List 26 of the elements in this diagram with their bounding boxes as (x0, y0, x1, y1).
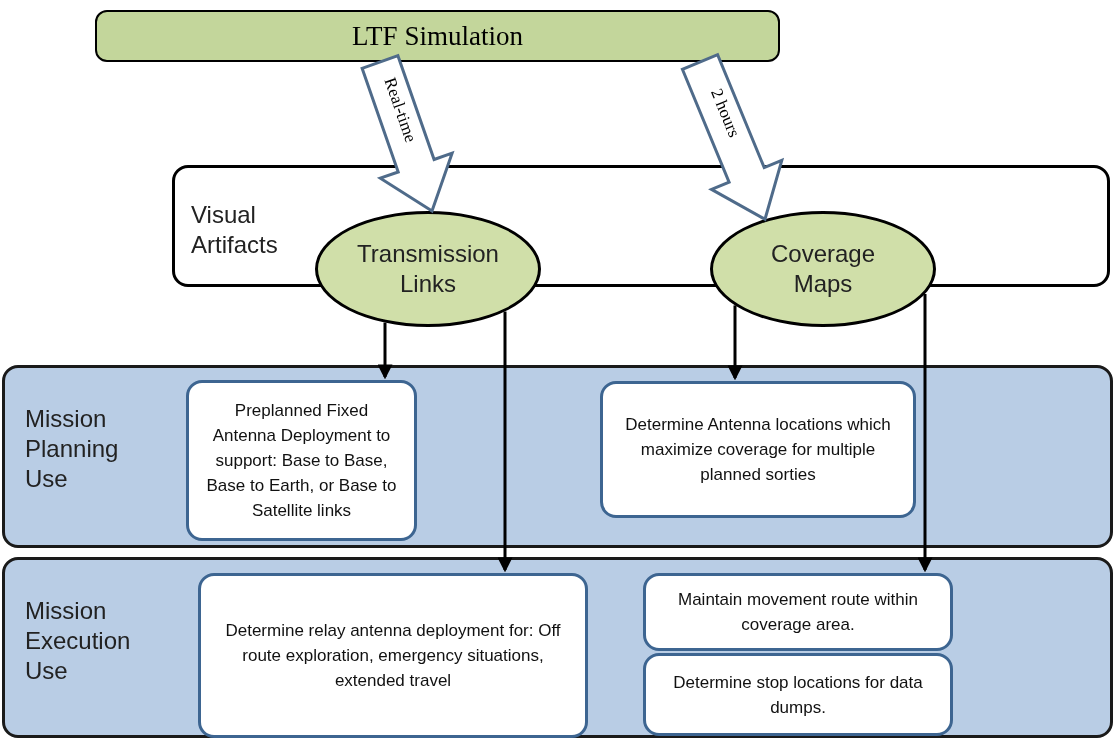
lane-label: Visual Artifacts (191, 200, 279, 260)
description-text: Preplanned Fixed Antenna Deployment to support: Base to Base, Base to Earth, or Base to Satellite links (205, 400, 398, 522)
description-box (643, 573, 953, 651)
description-box (198, 573, 588, 738)
description-text: Determine stop locations for data dumps. (672, 671, 924, 719)
lane-label: Mission Planning Use (25, 404, 120, 494)
description-box (600, 381, 916, 518)
process-box (95, 10, 780, 62)
description-box (643, 653, 953, 736)
swimlane-band (2, 365, 1113, 548)
description-box (186, 380, 417, 541)
description-text: Determine relay antenna deployment for: Off route exploration, emergency situations, extended travel (224, 620, 562, 692)
block-arrow (680, 52, 785, 222)
ellipse-label: Transmission Links (356, 239, 500, 299)
arrow (497, 311, 513, 573)
arrow (377, 322, 393, 380)
arrow (727, 305, 743, 381)
lane-label: Mission Execution Use (25, 596, 132, 686)
arrow (917, 293, 933, 573)
box-title: LTF Simulation (352, 19, 523, 53)
ellipse-label: Coverage Maps (769, 239, 877, 299)
description-text: Determine Antenna locations which maximize coverage for multiple planned sorties (624, 414, 892, 486)
swimlane-band (2, 557, 1113, 738)
edge-label: 2 hours (705, 84, 745, 142)
block-arrow (360, 53, 455, 214)
description-text: Maintain movement route within coverage area. (677, 589, 919, 636)
